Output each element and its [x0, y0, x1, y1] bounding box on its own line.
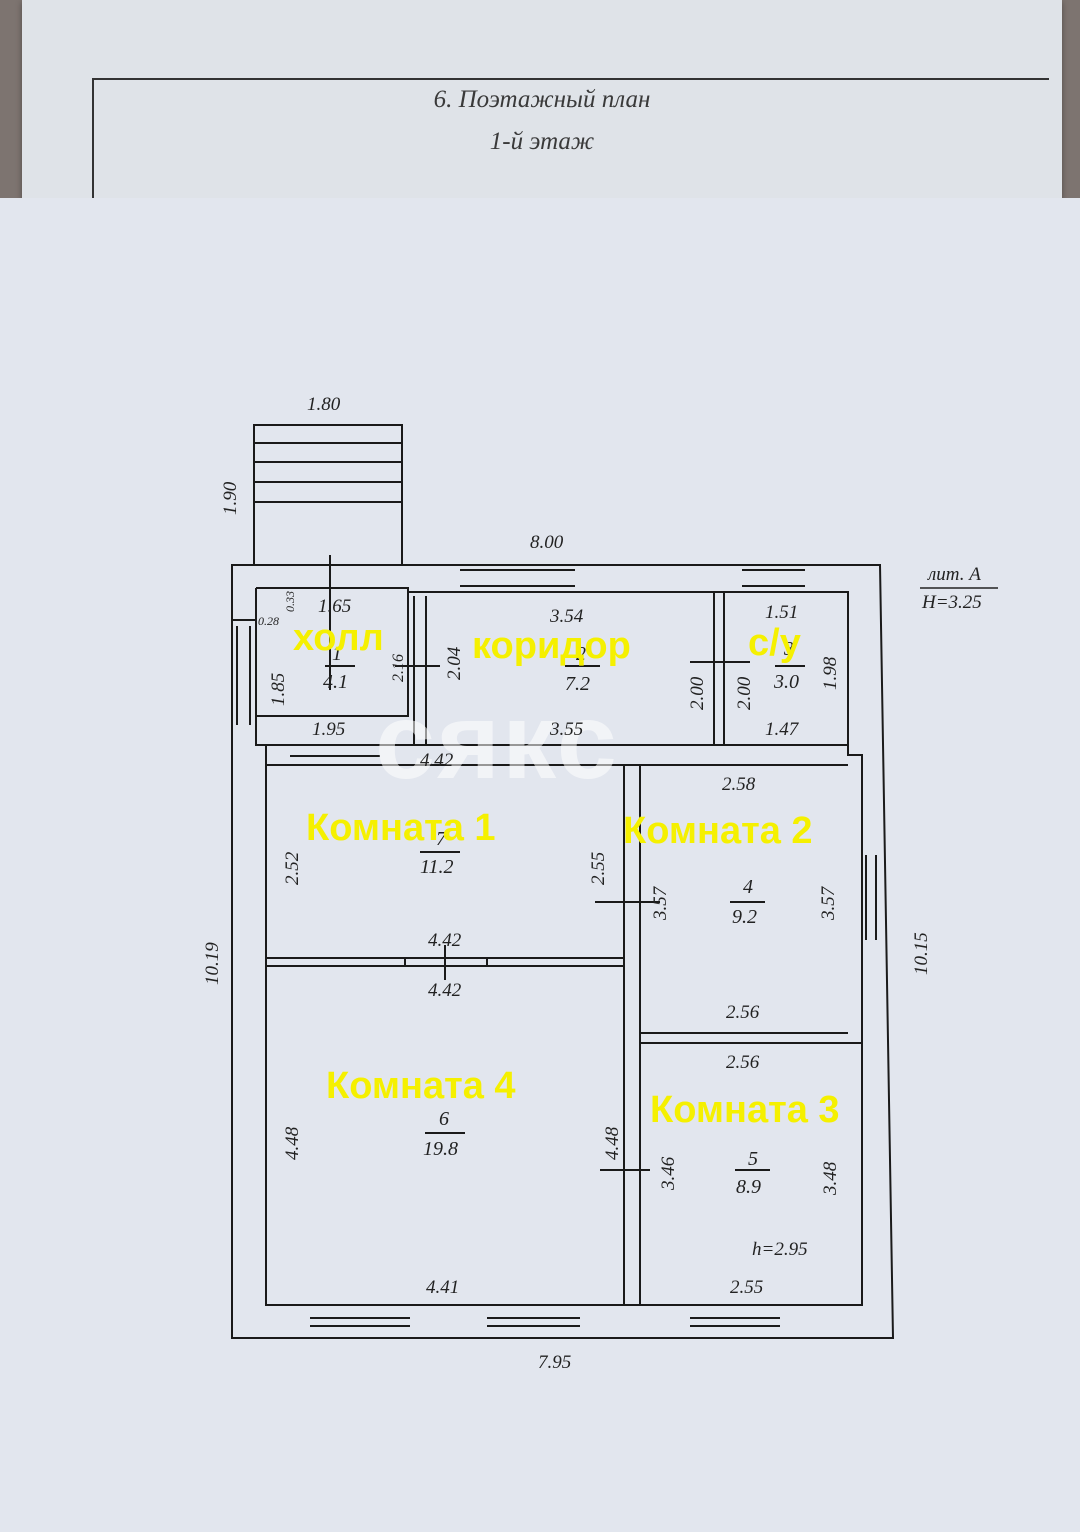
corridor-number: 2 [576, 643, 586, 665]
porch [253, 424, 403, 566]
hall-dim-a: 0.28 [258, 614, 279, 628]
room2-label: Комната 2 [623, 810, 813, 852]
room1-dim-top: 4.42 [420, 750, 454, 771]
room3-dim-left: 3.46 [658, 1156, 679, 1191]
corridor-dim-right: 2.00 [687, 676, 708, 710]
room3-dim-bottom: 2.55 [730, 1277, 763, 1298]
wc-number: 3 [783, 638, 794, 660]
room4-dim-right: 4.48 [602, 1126, 623, 1160]
room2-dim-left: 3.57 [650, 885, 671, 921]
room3-height: h=2.95 [752, 1239, 808, 1260]
room1-dim-left: 2.52 [282, 851, 303, 885]
section-title: 6. Поэтажный план [433, 86, 651, 113]
hall-area: 4.1 [323, 671, 348, 693]
floor-title: 1-й этаж [489, 128, 595, 155]
room2-number: 4 [743, 876, 753, 898]
corridor-dim-top: 3.54 [549, 606, 584, 627]
hall-dim-b: 0.33 [283, 591, 297, 612]
room2-dim-right: 3.57 [818, 885, 839, 921]
wc-dim-left: 2.00 [734, 676, 755, 710]
room1-label: Комната 1 [306, 807, 496, 849]
room4-dim-top: 4.42 [428, 980, 462, 1001]
corridor-dim-left: 2.04 [444, 646, 465, 680]
hall-label: холл [293, 617, 384, 659]
corridor-dim-bottom: 3.55 [549, 719, 583, 740]
dim-top-width: 8.00 [530, 532, 564, 553]
room1-area: 11.2 [420, 856, 454, 878]
dim-left-height: 10.19 [202, 942, 223, 985]
litera: лит. А [927, 564, 981, 585]
outer-wall [231, 564, 895, 1339]
front-page [0, 198, 1080, 1532]
room4-label: Комната 4 [326, 1065, 516, 1107]
dim-porch-width: 1.80 [307, 394, 341, 415]
corridor-area: 7.2 [565, 673, 590, 695]
room3-dim-top: 2.56 [726, 1052, 760, 1073]
room3-dim-right: 3.48 [820, 1161, 841, 1196]
wc-dim-right: 1.98 [820, 656, 841, 690]
room4-number: 6 [439, 1108, 449, 1130]
dim-bottom-width: 7.95 [538, 1352, 571, 1373]
room3-number: 5 [748, 1148, 758, 1170]
hall-dim-left: 1.85 [268, 673, 289, 706]
wc-area: 3.0 [773, 671, 799, 693]
corridor-label: коридор [472, 625, 631, 667]
room1-number: 7 [436, 828, 447, 850]
room3-area: 8.9 [736, 1176, 761, 1198]
room1-dim-right: 2.55 [588, 852, 609, 885]
wc-dim-bottom: 1.47 [765, 719, 800, 740]
hall-dim-bottom: 1.95 [312, 719, 345, 740]
back-page: 6. Поэтажный план 1-й этаж [22, 0, 1062, 220]
room1-dim-bottom: 4.42 [428, 930, 462, 951]
room4-dim-bottom: 4.41 [426, 1277, 459, 1298]
hall-dim-right: 2.16 [390, 654, 407, 682]
watermark: сякс [375, 680, 619, 801]
height-main: Н=3.25 [921, 592, 982, 613]
room3-label: Комната 3 [650, 1089, 840, 1131]
room4-dim-left: 4.48 [282, 1126, 303, 1160]
wc-label: с/у [748, 622, 801, 664]
dim-right-height: 10.15 [911, 932, 932, 975]
hall-number: 1 [332, 643, 342, 665]
hall-dim-top: 1.65 [318, 596, 351, 617]
title-frame [92, 78, 1049, 220]
room2-area: 9.2 [732, 906, 757, 928]
wc-dim-top: 1.51 [765, 602, 798, 623]
room2-dim-top: 2.58 [722, 774, 756, 795]
room4-area: 19.8 [423, 1138, 458, 1160]
dim-porch-depth: 1.90 [220, 481, 241, 515]
room2-dim-bottom: 2.56 [726, 1002, 760, 1023]
